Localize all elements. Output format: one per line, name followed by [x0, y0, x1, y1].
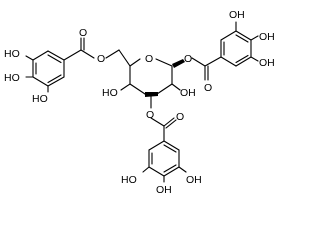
ring-oxygen: O [145, 53, 153, 65]
hydroxyl-left-bottom: HO [32, 93, 48, 105]
bottom-galloyl-ring [142, 140, 187, 183]
carbonyl-oxygen-right: O [204, 82, 212, 94]
hydroxyl-right-bottom: OH [259, 57, 275, 69]
left-ester-linkage [63, 37, 131, 67]
molecule-diagram: O O O O O O O HO HO HO OH OH OH HO OH HO… [4, 9, 275, 196]
hydroxyl-bottom-mid: OH [156, 184, 172, 196]
sugar-ring [120, 58, 185, 109]
anomeric-oxygen: O [184, 53, 192, 65]
carbonyl-oxygen-bottom: O [176, 111, 184, 123]
hydroxyl-ring-right: OH [180, 87, 196, 99]
structure-drawing: O O O O O O O HO HO HO OH OH OH HO OH HO… [4, 9, 275, 196]
ester-oxygen-bottom: O [146, 109, 154, 121]
bottom-ester-linkage [150, 117, 177, 142]
carbonyl-oxygen-left: O [79, 27, 87, 39]
hydroxyl-bottom-left: HO [121, 174, 137, 186]
ester-oxygen-left: O [97, 53, 105, 65]
hydroxyl-ring-left: HO [102, 87, 118, 99]
right-ester-linkage [191, 56, 222, 81]
right-galloyl-ring [220, 21, 259, 67]
hydroxyl-right-mid: OH [259, 31, 275, 43]
hydroxyl-left-top: HO [4, 48, 20, 60]
hydroxyl-left-mid: HO [4, 72, 20, 84]
hydroxyl-right-top: OH [229, 9, 245, 21]
left-galloyl-ring [25, 50, 65, 93]
hydroxyl-bottom-right: OH [186, 174, 202, 186]
atom-labels: O O O O O O O HO HO HO OH OH OH HO OH HO… [4, 9, 275, 196]
